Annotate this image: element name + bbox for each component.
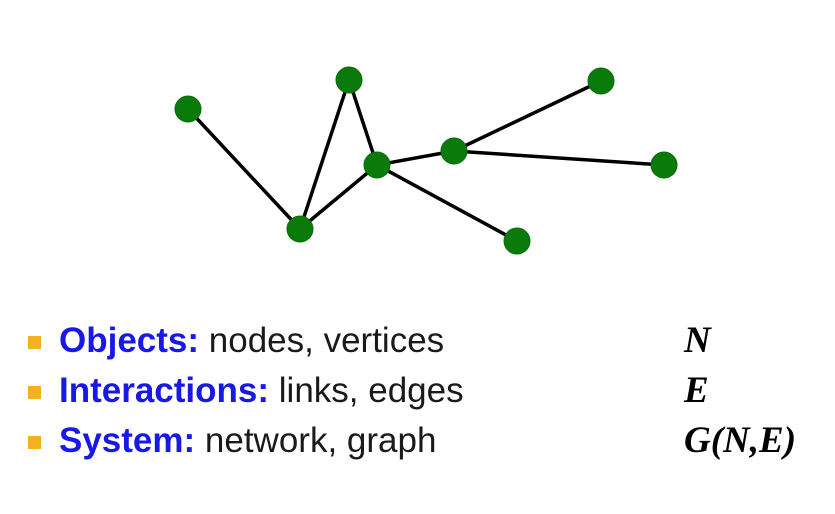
list-item-interactions: Interactions: links, edges E bbox=[28, 368, 828, 418]
graph-edge bbox=[186, 107, 302, 231]
term-keyword: Objects: bbox=[59, 321, 200, 360]
graph-edges bbox=[186, 78, 666, 243]
math-symbol: N bbox=[684, 320, 711, 361]
graph-node bbox=[587, 67, 615, 95]
term-keyword: Interactions: bbox=[59, 371, 270, 410]
graph-edge bbox=[298, 78, 351, 231]
math-symbol: E bbox=[684, 370, 709, 411]
term-description: nodes, vertices bbox=[199, 321, 445, 360]
graph-node bbox=[503, 227, 531, 255]
list-item-system: System: network, graph G(N,E) bbox=[28, 418, 828, 468]
graph-edge bbox=[347, 78, 379, 167]
graph-node bbox=[174, 95, 202, 123]
graph-edge bbox=[375, 163, 519, 243]
bullet-square-icon bbox=[28, 386, 41, 399]
graph-node bbox=[440, 137, 468, 165]
term-keyword: System: bbox=[59, 421, 196, 460]
graph-node bbox=[650, 151, 678, 179]
bullet-square-icon bbox=[28, 336, 41, 349]
term-description: network, graph bbox=[195, 421, 437, 460]
graph-edge bbox=[452, 149, 666, 167]
graph-node bbox=[335, 66, 363, 94]
graph-node bbox=[363, 151, 391, 179]
term-description: links, edges bbox=[269, 371, 464, 410]
graph-edge bbox=[452, 79, 603, 153]
graph-edge bbox=[298, 163, 379, 231]
list-item-objects: Objects: nodes, vertices N bbox=[28, 318, 828, 368]
graph-node bbox=[286, 215, 314, 243]
network-graph-diagram bbox=[174, 66, 678, 255]
bullet-square-icon bbox=[28, 436, 41, 449]
math-symbol: G(N,E) bbox=[684, 420, 797, 461]
graph-nodes bbox=[174, 66, 678, 255]
definition-list: Objects: nodes, vertices N Interactions:… bbox=[28, 318, 828, 468]
